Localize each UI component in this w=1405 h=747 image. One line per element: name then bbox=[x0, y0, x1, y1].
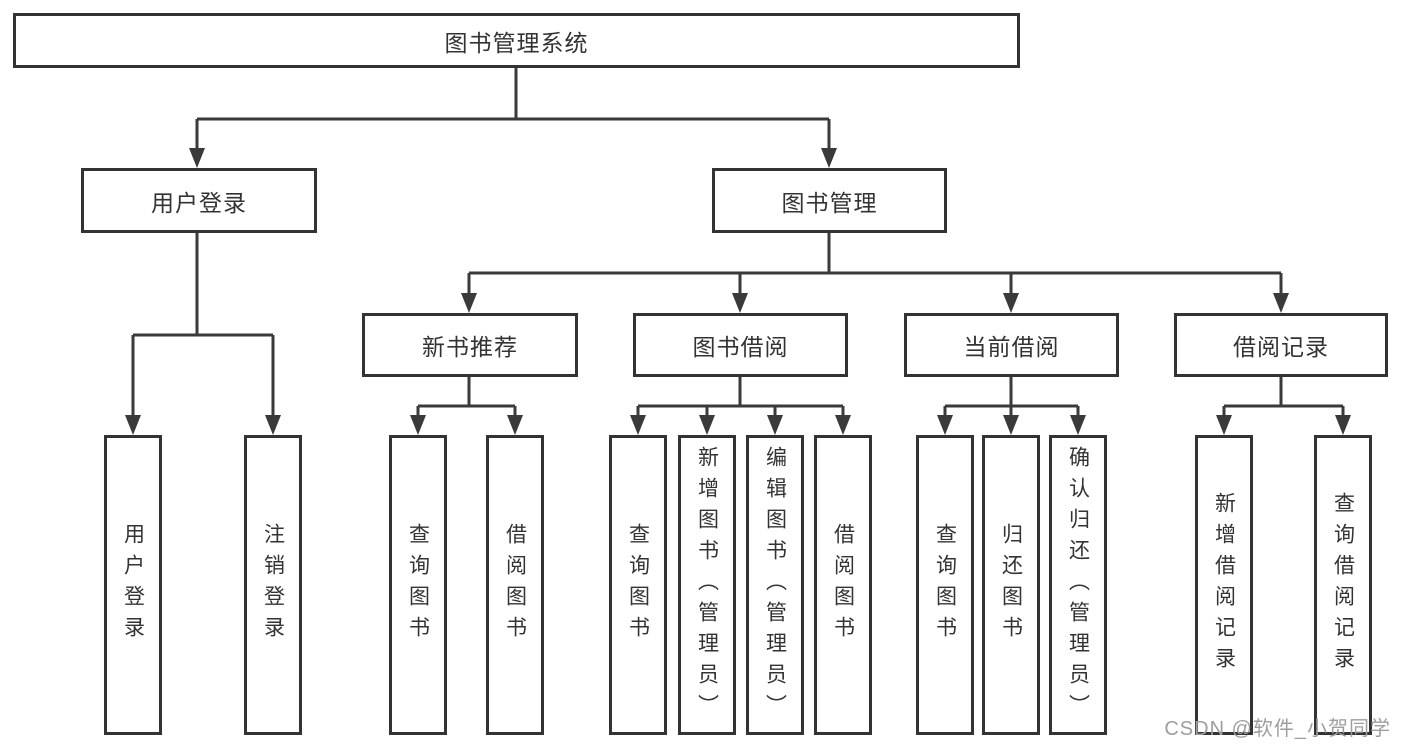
node-label: 当前借阅 bbox=[963, 334, 1060, 360]
node-label: 图书管理 bbox=[781, 189, 878, 216]
node-user-login: 用户登录 bbox=[81, 168, 317, 233]
csdn-watermark: CSDN @软件_小贺同学 bbox=[1164, 718, 1391, 740]
node-label: 借阅图书 bbox=[503, 523, 527, 647]
leaf-return-book: 归还图书 bbox=[982, 435, 1040, 735]
node-book-management: 图书管理 bbox=[712, 168, 947, 233]
node-label: 查询图书 bbox=[626, 523, 650, 647]
node-label: 查询图书 bbox=[933, 523, 957, 647]
node-label: 查询借阅记录 bbox=[1331, 492, 1355, 678]
leaf-query-book-recommend: 查询图书 bbox=[389, 435, 447, 735]
node-label: 用户登录 bbox=[151, 189, 247, 216]
node-label: 借阅图书 bbox=[831, 523, 855, 647]
leaf-user-login: 用户登录 bbox=[104, 435, 162, 735]
leaf-query-book-current: 查询图书 bbox=[916, 435, 974, 735]
node-label: 新增借阅记录 bbox=[1212, 492, 1236, 678]
node-root: 图书管理系统 bbox=[13, 13, 1020, 68]
leaf-borrow-book-recommend: 借阅图书 bbox=[486, 435, 544, 735]
node-label: 查询图书 bbox=[406, 523, 430, 647]
node-new-book-recommend: 新书推荐 bbox=[362, 313, 578, 377]
leaf-edit-book-admin: 编辑图书（管理员） bbox=[746, 435, 804, 735]
node-label: 图书管理系统 bbox=[444, 29, 589, 56]
node-label: 用户登录 bbox=[121, 523, 145, 647]
node-label: 注销登录 bbox=[261, 523, 285, 647]
node-label: 图书借阅 bbox=[692, 334, 789, 360]
node-borrowing-records: 借阅记录 bbox=[1174, 313, 1388, 377]
node-current-borrowing: 当前借阅 bbox=[904, 313, 1119, 377]
node-label: 新增图书（管理员） bbox=[695, 445, 719, 725]
node-label: 借阅记录 bbox=[1233, 334, 1329, 360]
leaf-logout: 注销登录 bbox=[244, 435, 302, 735]
leaf-confirm-return-admin: 确认归还（管理员） bbox=[1049, 435, 1107, 735]
leaf-add-borrow-record: 新增借阅记录 bbox=[1195, 435, 1253, 735]
node-label: 新书推荐 bbox=[422, 334, 518, 360]
node-label: 确认归还（管理员） bbox=[1066, 445, 1090, 725]
leaf-query-borrow-record: 查询借阅记录 bbox=[1314, 435, 1372, 735]
node-label: 编辑图书（管理员） bbox=[763, 445, 787, 725]
node-book-borrowing: 图书借阅 bbox=[633, 313, 848, 377]
leaf-add-book-admin: 新增图书（管理员） bbox=[678, 435, 736, 735]
leaf-borrow-book-borrowing: 借阅图书 bbox=[814, 435, 872, 735]
leaf-query-book-borrowing: 查询图书 bbox=[609, 435, 667, 735]
node-label: 归还图书 bbox=[999, 523, 1023, 647]
